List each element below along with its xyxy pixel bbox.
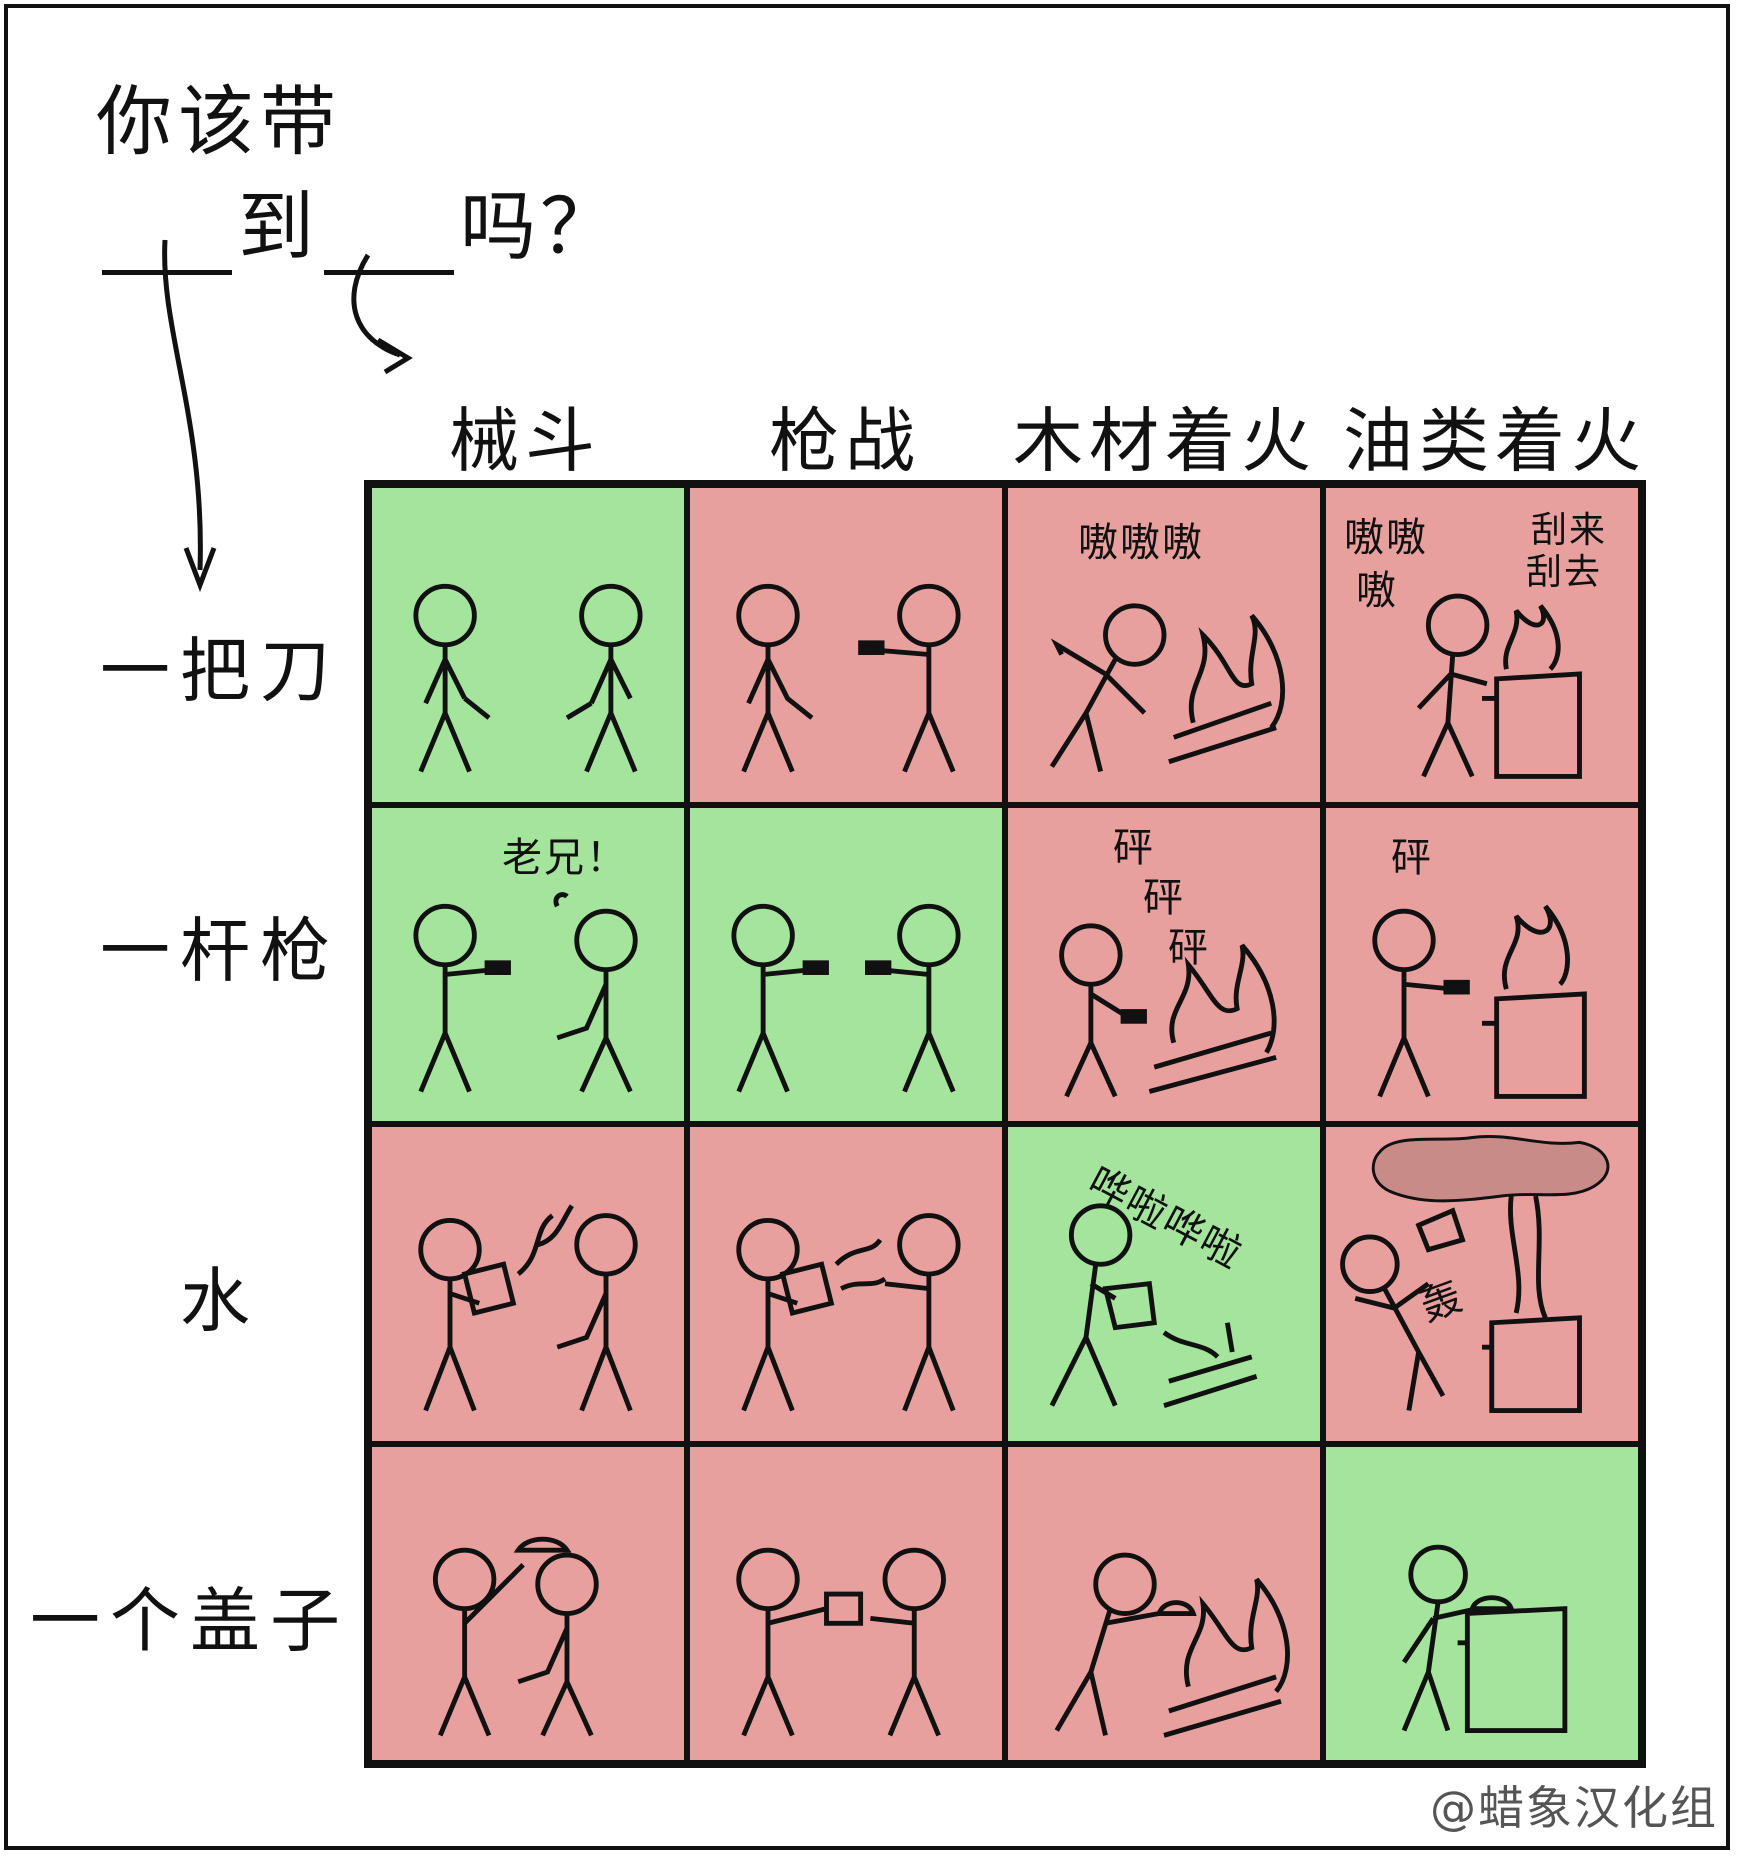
- column-header-wood-fire: 木材着火: [1013, 400, 1317, 482]
- cell-water-gunfight: [687, 1124, 1005, 1444]
- cell-water-wood-fire: 哗啦哗啦: [1005, 1124, 1323, 1444]
- column-header-gunfight: 枪战: [769, 400, 921, 482]
- row-header-water: 水: [180, 1260, 260, 1342]
- credit-watermark: @蜡象汉化组: [1430, 1781, 1718, 1835]
- cell-water-oil-fire: 轰: [1323, 1124, 1641, 1444]
- stick-figure-scene: [1059, 922, 1277, 1097]
- sound-text: 刮来: [1531, 510, 1608, 551]
- stick-figure-scene: [736, 583, 961, 773]
- row-header-gun: 一杆枪: [100, 910, 340, 992]
- blank-item: [102, 210, 232, 275]
- sound-text: 刮去: [1526, 552, 1603, 593]
- cell-gun-wood-fire: 砰 砰 砰: [1005, 804, 1323, 1124]
- stick-figure-scene: [413, 891, 638, 1093]
- row-header-knife: 一把刀: [100, 630, 340, 712]
- cell-gun-melee: 老兄！: [369, 804, 687, 1124]
- stick-figure-scene: [731, 903, 961, 1092]
- sound-text: 老兄！: [502, 834, 628, 881]
- cell-knife-gunfight: [687, 485, 1005, 805]
- stick-figure-scene: [418, 1204, 638, 1412]
- sound-text: 砰: [1391, 834, 1433, 881]
- stick-figure-scene: [432, 1536, 599, 1736]
- cell-knife-melee: [369, 485, 687, 805]
- cell-knife-oil-fire: 嗷嗷 嗷 刮来 刮去: [1323, 485, 1641, 805]
- cell-knife-wood-fire: 嗷嗷嗷: [1005, 485, 1323, 805]
- column-header-melee: 械斗: [449, 400, 601, 482]
- stick-figure-scene: [1401, 1544, 1568, 1733]
- sound-text: 砰: [1113, 824, 1155, 871]
- title-line-2: 到 吗？: [96, 165, 620, 275]
- comic-frame: [4, 4, 1730, 1850]
- cell-lid-wood-fire: [1005, 1443, 1323, 1763]
- stick-figure-scene: [1049, 603, 1286, 773]
- sound-text: 嗷嗷: [1344, 515, 1428, 561]
- stick-figure-scene: [413, 583, 643, 773]
- column-header-oil-fire: 油类着火: [1343, 400, 1647, 482]
- outcome-grid: 嗷嗷嗷 嗷嗷 嗷 刮来 刮去 老兄！: [364, 480, 1646, 1768]
- cell-lid-melee: [369, 1443, 687, 1763]
- stick-figure-scene: [1049, 1203, 1258, 1408]
- title-mid: 到: [238, 182, 318, 271]
- blank-situation: [324, 210, 454, 275]
- stick-figure-scene: [1054, 1552, 1290, 1738]
- sound-text: 嗷嗷嗷: [1078, 520, 1204, 566]
- cell-lid-gunfight: [687, 1443, 1005, 1763]
- sound-text: 砰: [1143, 874, 1185, 921]
- title-line-1: 你该带: [96, 77, 342, 166]
- stick-figure-scene: [1372, 904, 1587, 1099]
- sound-text: 嗷: [1356, 568, 1398, 614]
- stick-figure-scene: [1340, 1135, 1610, 1413]
- cell-gun-gunfight: [687, 804, 1005, 1124]
- cell-gun-oil-fire: 砰: [1323, 804, 1641, 1124]
- row-header-lid: 一个盖子: [30, 1580, 350, 1662]
- stick-figure-scene: [736, 1547, 946, 1736]
- title-end: 吗？: [460, 182, 620, 271]
- cell-water-melee: [369, 1124, 687, 1444]
- cell-lid-oil-fire: [1323, 1443, 1641, 1763]
- stick-figure-scene: [1416, 593, 1582, 779]
- stick-figure-scene: [736, 1213, 961, 1412]
